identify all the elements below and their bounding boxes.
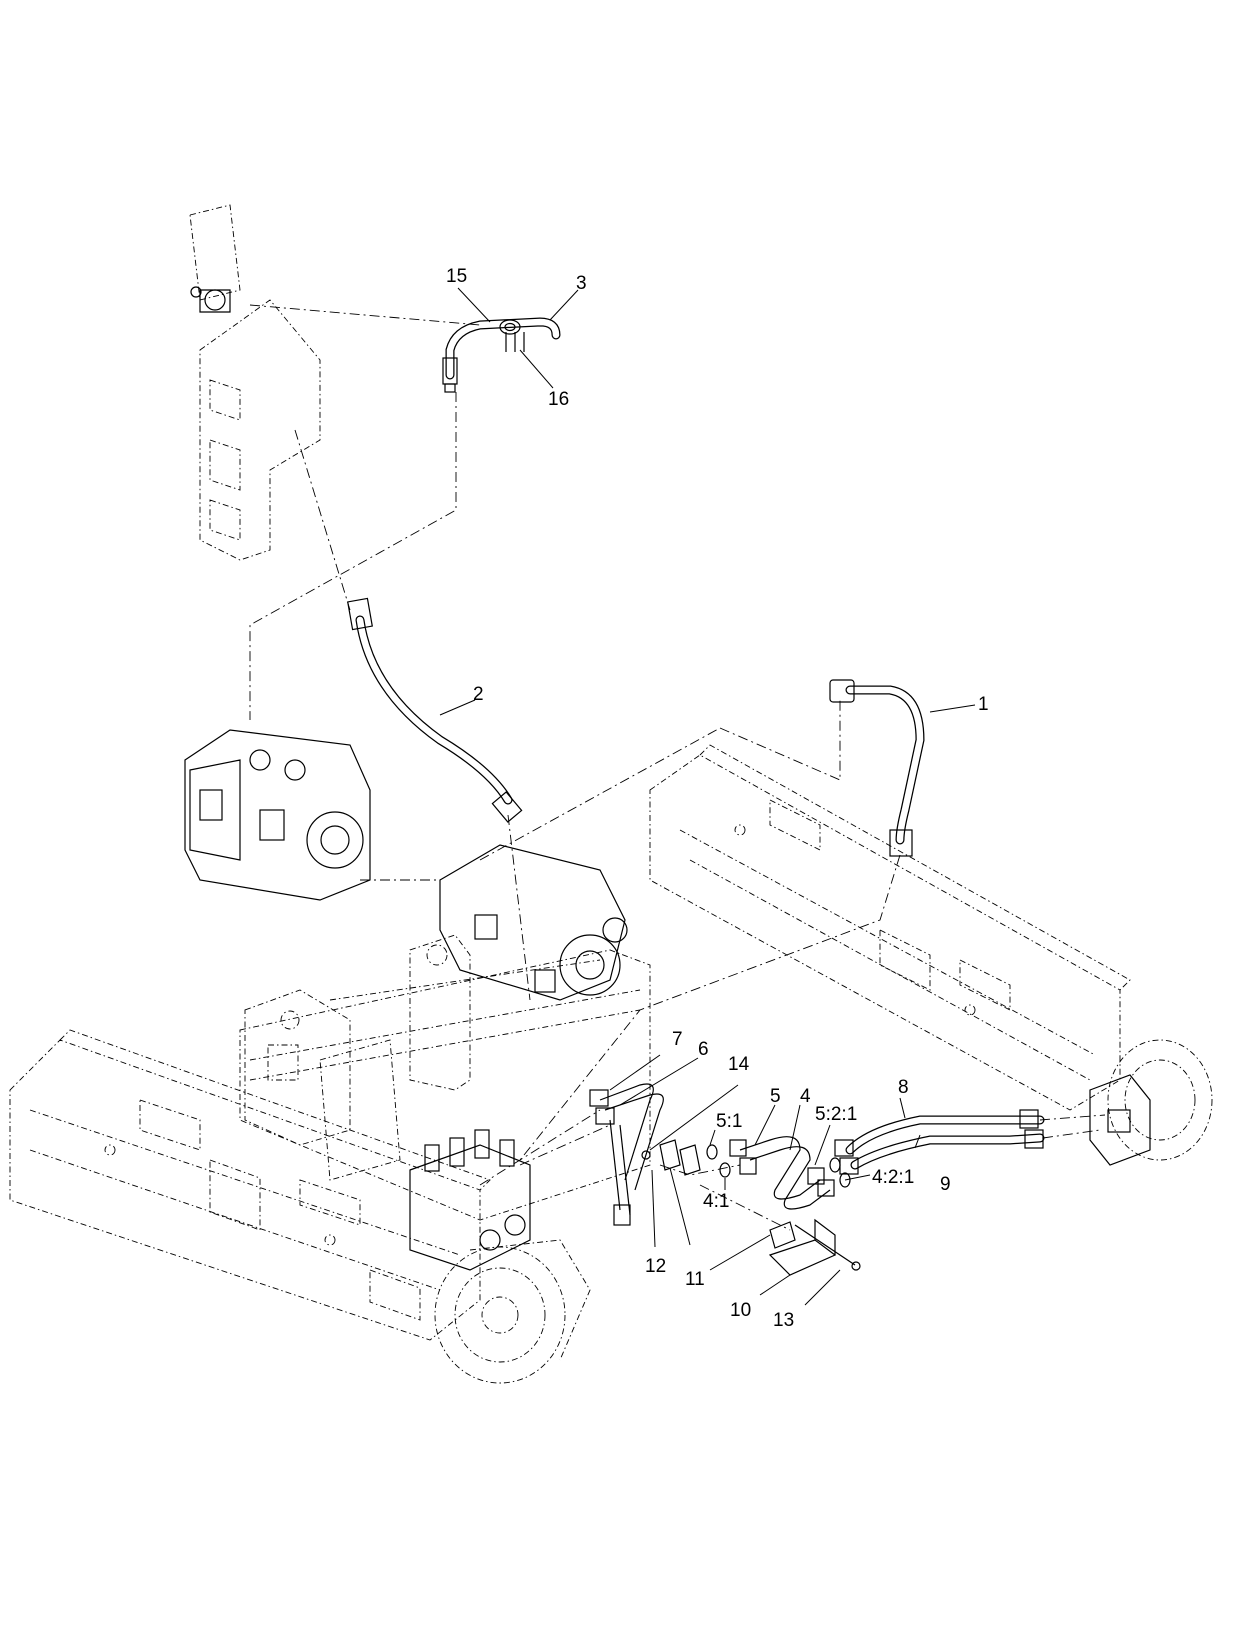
callout-3: 3 (576, 273, 587, 294)
tube-clamps (659, 1139, 796, 1249)
callout-4-1: 4:1 (703, 1191, 729, 1212)
hose-8 (834, 1109, 1045, 1157)
tube-6-7 (589, 1083, 664, 1226)
leader-lines (439, 287, 976, 1306)
hose-2 (347, 597, 523, 823)
hose-3 (442, 317, 561, 393)
tube-4-5 (729, 1136, 835, 1210)
callout-14: 14 (728, 1054, 750, 1075)
callout-9: 9 (940, 1174, 951, 1195)
callout-4: 4 (800, 1086, 811, 1107)
left-wheel-motor (434, 1239, 591, 1384)
hydraulic-pump (184, 729, 371, 901)
callout-8: 8 (898, 1077, 909, 1098)
connection-lines (249, 304, 1106, 1231)
right-axle-frame (649, 744, 1131, 1111)
callouts: 1 2 3 4 4:1 4:2:1 5 5:1 5:2:1 6 7 8 9 10… (446, 266, 989, 1331)
mounting-bracket (189, 204, 321, 561)
callout-12: 12 (645, 1256, 666, 1277)
callout-13: 13 (773, 1310, 794, 1331)
center-crossmember (239, 949, 651, 1221)
callout-5-1: 5:1 (716, 1111, 742, 1132)
left-axle-frame (9, 1029, 491, 1341)
callout-1: 1 (978, 694, 989, 715)
callout-5: 5 (770, 1086, 781, 1107)
callout-16: 16 (548, 389, 569, 410)
mount-tower (244, 934, 471, 1181)
bracket-10 (768, 1218, 837, 1276)
callout-7: 7 (672, 1029, 683, 1050)
callout-6: 6 (698, 1039, 709, 1060)
callout-4-2-1: 4:2:1 (872, 1167, 914, 1188)
callout-2: 2 (473, 684, 484, 705)
bolt-13 (794, 1224, 861, 1271)
valve-block (409, 1129, 531, 1271)
right-wheel-motor (1089, 1039, 1213, 1166)
clamp-16 (505, 332, 525, 352)
callout-15: 15 (446, 266, 467, 287)
hose-9 (839, 1129, 1045, 1175)
callout-11: 11 (685, 1269, 705, 1290)
swivel-fitting (190, 286, 231, 313)
hydraulic-pump-installed (439, 844, 628, 1001)
callout-5-2-1: 5:2:1 (815, 1104, 857, 1125)
hose-1 (829, 679, 925, 857)
callout-10: 10 (730, 1300, 751, 1321)
clamp-15 (499, 319, 521, 335)
